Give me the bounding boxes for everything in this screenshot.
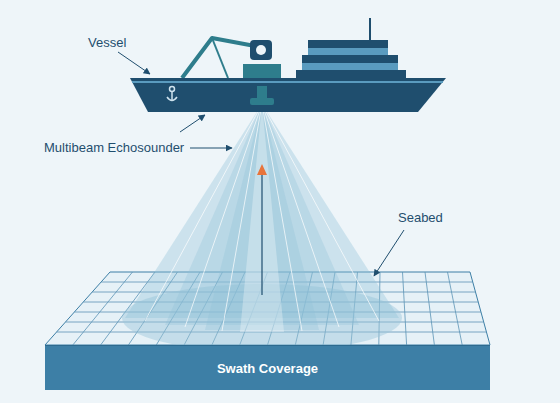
callout-label: Multibeam Echosounder	[44, 140, 184, 155]
superstructure	[296, 40, 406, 78]
vessel-illustration	[130, 18, 446, 112]
swath-band: Swath Coverage	[45, 345, 490, 390]
echosounder-leader	[190, 148, 232, 149]
transducer	[250, 98, 274, 105]
echosounder-leader	[180, 115, 205, 132]
mast	[369, 18, 371, 42]
winch-drum	[256, 45, 266, 55]
transducer-stem	[257, 86, 267, 100]
return-ping-line	[261, 175, 262, 295]
hull	[130, 78, 446, 112]
transducer-mount	[243, 64, 281, 78]
callout-label: Vessel	[88, 35, 126, 50]
return-ping-arrow	[257, 164, 267, 175]
beam-fan	[125, 104, 399, 332]
band-label: Swath Coverage	[217, 361, 318, 376]
anchor-symbol	[167, 87, 177, 102]
crane-stay	[212, 38, 228, 78]
winch	[250, 40, 272, 60]
deck-line	[132, 81, 443, 83]
vessel-leader	[118, 52, 150, 74]
seabed-leader	[374, 230, 404, 276]
callout-label: Seabed	[398, 210, 443, 225]
